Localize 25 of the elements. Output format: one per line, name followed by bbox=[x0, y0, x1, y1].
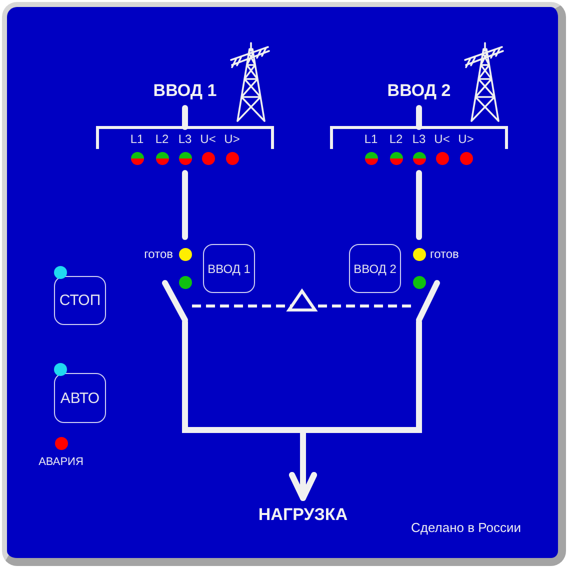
interlock-line bbox=[192, 304, 412, 308]
status-label: готов bbox=[144, 247, 173, 262]
phase-label: U< bbox=[434, 132, 450, 147]
phase-label: L3 bbox=[412, 132, 426, 147]
alarm-label: АВАРИЯ bbox=[38, 455, 84, 469]
control-button: ВВОД 1 bbox=[203, 244, 255, 293]
connector-line bbox=[416, 105, 422, 130]
phase-label: L3 bbox=[178, 132, 192, 147]
phase-label: L2 bbox=[155, 132, 169, 147]
control-button: ВВОД 2 bbox=[349, 244, 401, 293]
connector-line bbox=[182, 170, 188, 240]
phase-label: U> bbox=[458, 132, 474, 147]
input-heading: ВВОД 1 bbox=[153, 80, 217, 102]
load-heading: НАГРУЗКА bbox=[258, 504, 348, 526]
phase-label: L1 bbox=[364, 132, 378, 147]
footer-note: Сделано в России bbox=[411, 520, 521, 536]
connector-line bbox=[182, 105, 188, 130]
busbar-arrow bbox=[289, 319, 422, 501]
phase-label: L2 bbox=[389, 132, 403, 147]
connector-line bbox=[416, 170, 422, 240]
status-label: готов bbox=[430, 247, 459, 262]
phase-label: U> bbox=[224, 132, 240, 147]
phase-label: L1 bbox=[130, 132, 144, 147]
input-heading: ВВОД 2 bbox=[387, 80, 451, 102]
phase-label: U< bbox=[200, 132, 216, 147]
